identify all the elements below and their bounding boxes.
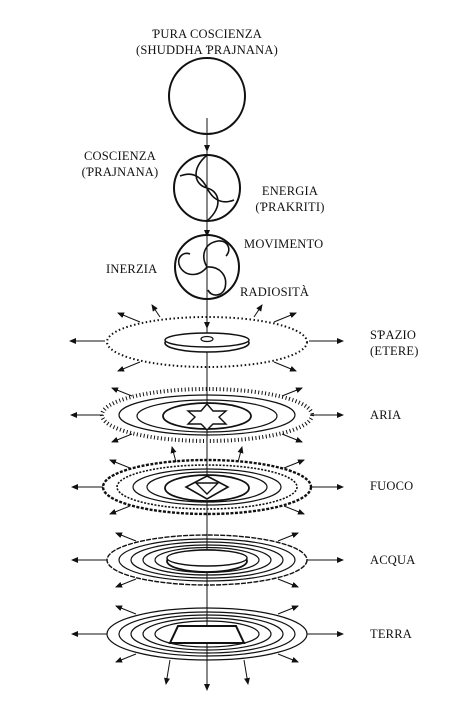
space-level	[69, 304, 344, 372]
air-label: ARIA	[370, 408, 402, 422]
inertia-label: INERZIA	[106, 262, 158, 276]
space-line1: SƤAZIO	[370, 328, 417, 342]
earth-label: TERRA	[370, 627, 412, 641]
pure-consciousness-line1: ƤURA COSCIENZA	[152, 27, 262, 41]
earth-level	[71, 605, 344, 685]
energy-line1: ENERGIA	[261, 184, 319, 198]
space-label: SƤAZIO (ETERE)	[370, 327, 419, 359]
space-line2: (ETERE)	[370, 344, 419, 358]
fire-label: FUOCO	[370, 479, 414, 493]
consciousness-line2: (ƤRAJNANA)	[81, 165, 159, 179]
pure-consciousness-line2: (SHUDDHA ƤRAJNANA)	[136, 43, 278, 57]
fire-level	[71, 446, 344, 516]
consciousness-label: COSCIENZA (ƤRAJNANA)	[72, 148, 168, 180]
consciousness-line1: COSCIENZA	[84, 149, 156, 163]
water-label: ACQUA	[370, 553, 416, 567]
energy-line2: (ƤRAKRITI)	[255, 200, 325, 214]
energy-label: ENERGIA (ƤRAKRITI)	[247, 183, 333, 215]
pure-consciousness-label: ƤURA COSCIENZA (SHUDDHA ƤRAJNANA)	[128, 26, 286, 58]
air-level	[70, 387, 344, 443]
movement-label: MOVIMENTO	[244, 237, 324, 251]
water-level	[71, 532, 344, 588]
radiance-label: RADIOSITÀ	[240, 285, 310, 299]
